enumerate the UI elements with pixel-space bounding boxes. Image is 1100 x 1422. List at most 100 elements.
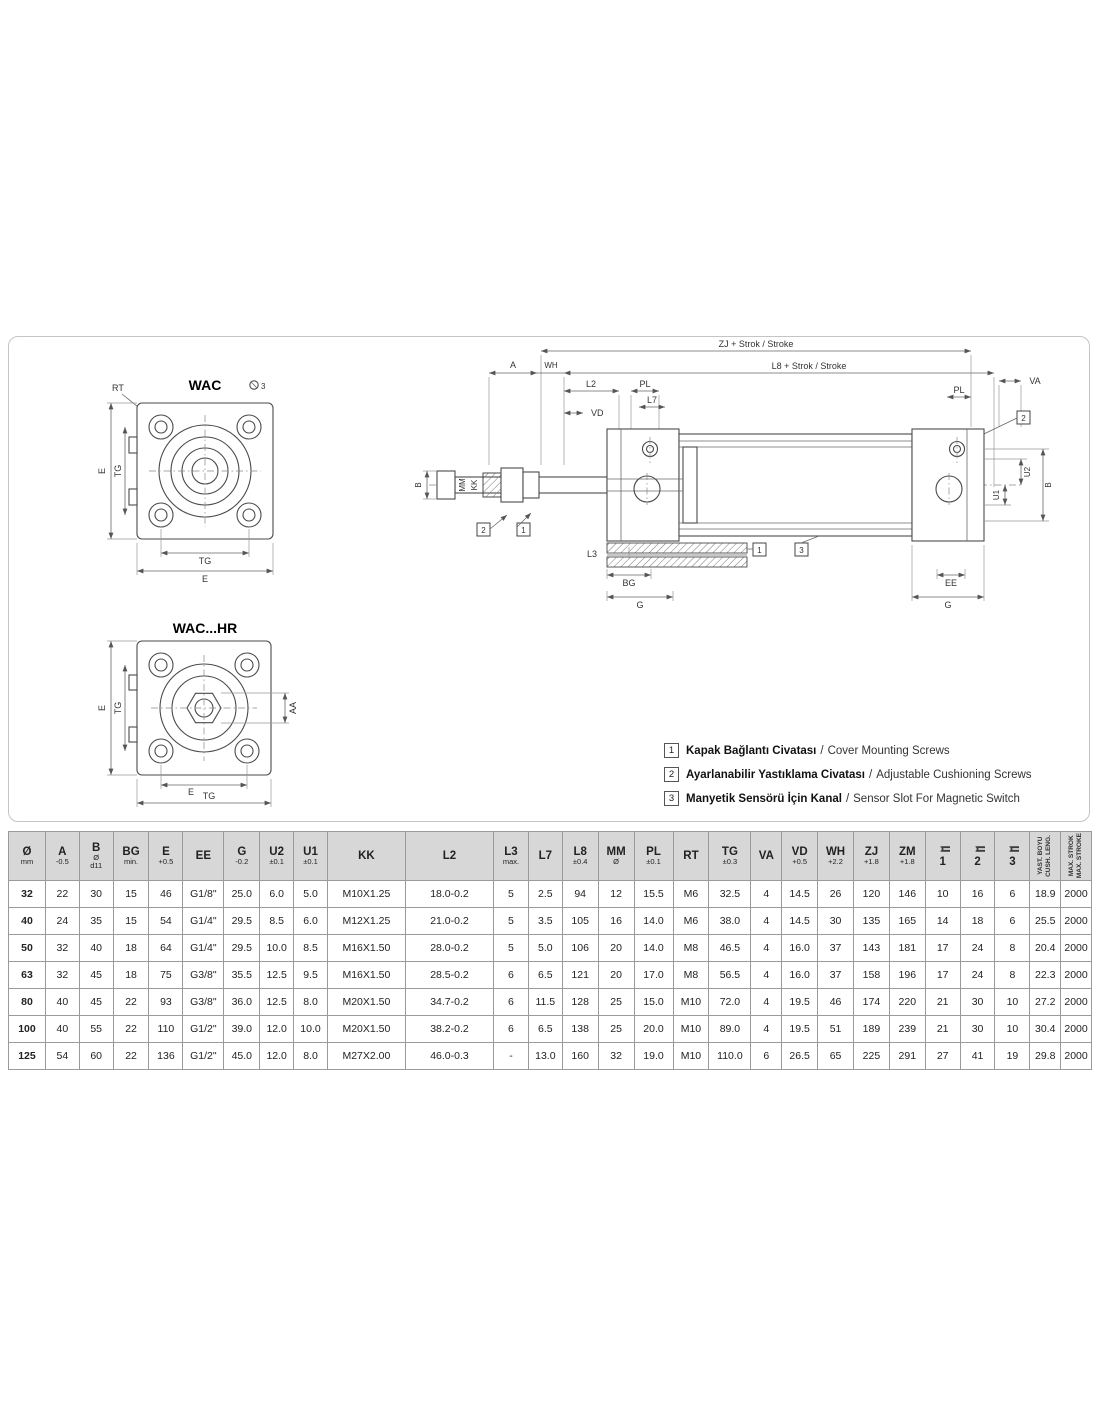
tg-dim-bottom: TG bbox=[199, 556, 212, 566]
e-dim-bottom: E bbox=[202, 574, 208, 584]
table-cell: 35 bbox=[78, 907, 114, 935]
table-cell: 6 bbox=[994, 880, 1031, 908]
table-cell: 45 bbox=[78, 961, 114, 989]
legend-separator: / bbox=[869, 768, 873, 781]
cushion-screw-right bbox=[948, 437, 966, 463]
header-label: RT bbox=[683, 849, 699, 862]
screw-icon bbox=[249, 380, 259, 390]
table-cell: 18.9 bbox=[1029, 880, 1062, 908]
column-header: VA bbox=[750, 831, 783, 881]
column-header: ZJ+1.8 bbox=[852, 831, 890, 881]
legend-text-tr: Manyetik Sensörü İçin Kanal bbox=[686, 792, 842, 805]
column-header: WH+2.2 bbox=[817, 831, 854, 881]
header-tolerance: ±0.3 bbox=[722, 857, 738, 867]
table-cell: 5.0 bbox=[527, 934, 563, 962]
wrench-icon bbox=[937, 846, 950, 852]
table-cell: 220 bbox=[888, 988, 926, 1016]
table-cell: 4 bbox=[750, 934, 783, 962]
table-cell: 14 bbox=[924, 907, 961, 935]
table-cell: M8 bbox=[672, 934, 710, 962]
table-cell: 16 bbox=[959, 880, 996, 908]
header-tolerance: mm bbox=[20, 857, 34, 867]
bolt-holes bbox=[148, 414, 262, 528]
table-cell: 10 bbox=[994, 988, 1031, 1016]
table-cell: 5 bbox=[493, 907, 529, 935]
table-cell: - bbox=[493, 1042, 529, 1070]
legend-text-en: Adjustable Cushioning Screws bbox=[876, 768, 1032, 781]
cushion-screw-left bbox=[641, 437, 659, 463]
zj-stroke-dim: ZJ + Strok / Stroke bbox=[719, 339, 794, 349]
wac-front-view: WAC 3 RT E TG bbox=[97, 377, 274, 584]
column-header: L2 bbox=[404, 831, 495, 881]
header-label: L2 bbox=[442, 849, 457, 862]
wac-hr-title: WAC...HR bbox=[173, 620, 238, 636]
table-cell: 32 bbox=[44, 934, 80, 962]
table-cell: 45 bbox=[78, 988, 114, 1016]
table-cell: 2000 bbox=[1060, 988, 1092, 1016]
table-cell: M20X1.50 bbox=[326, 988, 406, 1016]
table-cell: 8 bbox=[994, 934, 1031, 962]
table-cell: 22 bbox=[112, 988, 150, 1016]
legend-item: 3 Manyetik Sensörü İçin Kanal / Sensor S… bbox=[664, 791, 1032, 806]
kk-dim: KK bbox=[470, 479, 479, 490]
column-header: ZM+1.8 bbox=[888, 831, 926, 881]
screw-callout: 3 bbox=[261, 382, 266, 391]
table-cell: 6 bbox=[750, 1042, 783, 1070]
table-cell: 37 bbox=[817, 934, 854, 962]
table-cell: 2.5 bbox=[527, 880, 563, 908]
bg-dim: BG bbox=[622, 578, 635, 588]
table-cell: M8 bbox=[672, 961, 710, 989]
legend-separator: / bbox=[820, 744, 824, 757]
table-cell: 14.5 bbox=[781, 907, 819, 935]
table-cell: G1/4" bbox=[182, 934, 225, 962]
port-left bbox=[633, 473, 661, 505]
legend-text-tr: Ayarlanabilir Yastıklama Civatası bbox=[686, 768, 865, 781]
header-label: L7 bbox=[538, 849, 553, 862]
header-tolerance: Ø d11 bbox=[90, 853, 103, 871]
table-cell: 30 bbox=[817, 907, 854, 935]
table-cell: 21 bbox=[924, 988, 961, 1016]
header-label: Ø bbox=[22, 845, 32, 858]
table-cell: 40 bbox=[8, 907, 46, 935]
table-cell: 110 bbox=[148, 1015, 184, 1043]
table-cell: 12.0 bbox=[259, 1042, 295, 1070]
table-cell: 10.0 bbox=[293, 1015, 328, 1043]
table-cell: 14.0 bbox=[633, 934, 674, 962]
table-cell: 45.0 bbox=[223, 1042, 261, 1070]
header-tolerance: ±0.1 bbox=[269, 857, 284, 867]
table-cell: 32.5 bbox=[708, 880, 752, 908]
table-cell: 29.8 bbox=[1029, 1042, 1062, 1070]
column-header: RT bbox=[672, 831, 710, 881]
vertical-header-label: YAST. BOYU CUSH. LENG. bbox=[1037, 835, 1053, 877]
table-cell: 2000 bbox=[1060, 907, 1092, 935]
table-cell: 55 bbox=[78, 1015, 114, 1043]
table-cell: 30 bbox=[959, 988, 996, 1016]
table-cell: 56.5 bbox=[708, 961, 752, 989]
table-cell: 22 bbox=[44, 880, 80, 908]
table-cell: 19 bbox=[994, 1042, 1031, 1070]
table-cell: 28.0-0.2 bbox=[404, 934, 495, 962]
table-cell: 72.0 bbox=[708, 988, 752, 1016]
column-header: L8±0.4 bbox=[561, 831, 599, 881]
table-cell: 18 bbox=[112, 934, 150, 962]
header-label: BG bbox=[122, 845, 140, 858]
table-cell: M27X2.00 bbox=[326, 1042, 406, 1070]
table-cell: 40 bbox=[44, 988, 80, 1016]
table-cell: G1/2" bbox=[182, 1042, 225, 1070]
table-cell: 22 bbox=[112, 1015, 150, 1043]
header-tolerance: -0.2 bbox=[235, 857, 249, 867]
header-label: U1 bbox=[303, 845, 318, 858]
table-cell: 181 bbox=[888, 934, 926, 962]
table-cell: 4 bbox=[750, 1015, 783, 1043]
table-cell: 9.5 bbox=[293, 961, 328, 989]
table-cell: 10.0 bbox=[259, 934, 295, 962]
table-cell: 138 bbox=[561, 1015, 599, 1043]
table-cell: 40 bbox=[78, 934, 114, 962]
pl-dim: PL bbox=[639, 379, 650, 389]
table-cell: 22 bbox=[112, 1042, 150, 1070]
table-cell: 25 bbox=[597, 1015, 635, 1043]
